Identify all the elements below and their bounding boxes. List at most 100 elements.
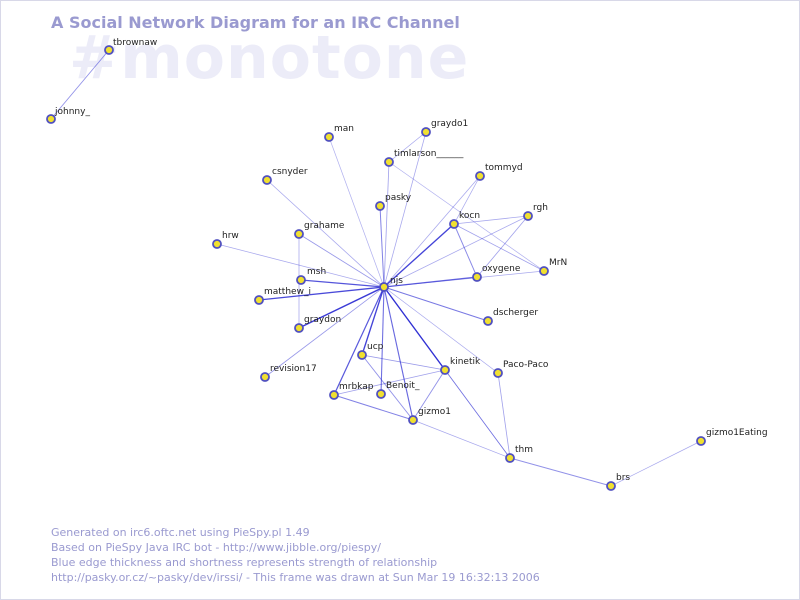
node-label: hrw (222, 231, 239, 241)
node-label: tommyd (485, 163, 523, 173)
edge-timlarson______-MrN (388, 161, 545, 272)
node-marker (260, 372, 270, 382)
node-matthew_i: matthew_i (254, 287, 311, 305)
node-label: pasky (385, 193, 412, 203)
node-marker (357, 350, 367, 360)
node-marker (408, 415, 418, 425)
node-marker (505, 453, 515, 463)
edge-njs-MrN (383, 270, 545, 288)
edge-layer (50, 49, 702, 487)
node-Paco-Paco: Paco-Paco (493, 360, 549, 378)
node-label: csnyder (272, 167, 308, 177)
node-tbrownaw: tbrownaw (104, 38, 157, 55)
node-grahame: grahame (294, 221, 345, 239)
edge-njs-graydon (298, 286, 385, 329)
edge-njs-revision17 (264, 286, 385, 378)
node-label: rgh (533, 203, 548, 213)
node-marker (539, 266, 549, 276)
node-label: dscherger (493, 308, 538, 318)
edge-njs-mrbkap (333, 286, 385, 396)
node-marker (375, 201, 385, 211)
edge-njs-oxygene (383, 276, 478, 288)
edge-brs-gizmo1Eating (610, 440, 702, 487)
edge-kocn-oxygene (453, 223, 478, 278)
node-dscherger: dscherger (483, 308, 538, 326)
edge-njs-kocn (383, 223, 455, 288)
edge-kocn-MrN (453, 223, 545, 272)
node-label: ucp (367, 342, 384, 352)
node-kinetik: kinetik (440, 357, 481, 375)
edge-njs-Benoit_ (380, 286, 385, 395)
node-marker (440, 365, 450, 375)
node-man: man (324, 124, 354, 142)
node-msh: msh (296, 267, 326, 285)
edge-kocn-rgh (453, 215, 529, 225)
node-label: msh (307, 267, 326, 277)
node-label: johnny_ (54, 107, 90, 117)
edge-njs-gizmo1 (383, 286, 414, 421)
node-label: gizmo1 (418, 407, 451, 417)
footer-line-based-on: Based on PieSpy Java IRC bot - http://ww… (51, 541, 381, 554)
node-graydon: graydon (294, 315, 341, 333)
edge-njs-Paco-Paco (383, 286, 499, 374)
node-thm: thm (505, 445, 533, 463)
node-label: revision17 (270, 364, 317, 374)
node-label: kocn (459, 211, 480, 221)
node-marker (324, 132, 334, 142)
node-label: matthew_i (264, 287, 311, 297)
diagram-title: A Social Network Diagram for an IRC Chan… (51, 13, 460, 32)
node-marker (212, 239, 222, 249)
edge-mrbkap-kinetik (333, 369, 446, 396)
edge-njs-grahame (298, 233, 385, 288)
edge-njs-man (328, 136, 385, 288)
edge-njs-pasky (379, 205, 385, 288)
edge-thm-brs (509, 457, 612, 487)
node-MrN: MrN (539, 258, 567, 276)
node-marker (46, 114, 56, 124)
node-label: Benoit_ (386, 381, 420, 391)
edge-oxygene-rgh (476, 215, 529, 278)
node-label: man (334, 124, 354, 134)
node-marker (294, 323, 304, 333)
node-brs: brs (606, 473, 630, 491)
node-graydo1: graydo1 (421, 119, 468, 137)
edge-njs-tommyd (383, 175, 481, 288)
edge-tbrownaw-johnny_ (50, 49, 110, 120)
node-marker (262, 175, 272, 185)
node-marker (379, 282, 389, 292)
node-marker (329, 390, 339, 400)
node-marker (493, 368, 503, 378)
node-marker (523, 211, 533, 221)
node-oxygene: oxygene (472, 264, 521, 282)
node-tommyd: tommyd (475, 163, 523, 181)
edge-njs-kinetik (383, 286, 446, 371)
node-johnny_: johnny_ (46, 107, 90, 124)
node-label: njs (390, 276, 403, 286)
node-label: tbrownaw (113, 38, 157, 48)
node-marker (483, 316, 493, 326)
node-label: thm (515, 445, 533, 455)
node-revision17: revision17 (260, 364, 317, 382)
node-label: grahame (304, 221, 345, 231)
edge-kinetik-gizmo1 (412, 369, 446, 421)
node-marker (449, 219, 459, 229)
edge-gizmo1-thm (412, 419, 511, 459)
node-pasky: pasky (375, 193, 412, 211)
edge-kocn-tommyd (453, 175, 481, 225)
edge-njs-msh (300, 279, 385, 288)
node-rgh: rgh (523, 203, 548, 221)
node-label: MrN (549, 258, 567, 268)
edge-njs-csnyder (266, 179, 385, 288)
edge-njs-dscherger (383, 286, 489, 322)
footer-line-source: http://pasky.or.cz/~pasky/dev/irssi/ - T… (51, 571, 540, 584)
node-label: timlarson______ (394, 149, 464, 159)
node-marker (696, 436, 706, 446)
edge-Paco-Paco-thm (497, 372, 511, 459)
node-marker (376, 389, 386, 399)
node-Benoit_: Benoit_ (376, 381, 420, 399)
node-layer: tbrownaw johnny_man graydo1 timlarson______… (46, 38, 768, 491)
node-marker (104, 45, 114, 55)
node-label: mrbkap (339, 382, 374, 392)
edge-kinetik-thm (444, 369, 511, 459)
channel-watermark: #monotone (69, 23, 470, 93)
